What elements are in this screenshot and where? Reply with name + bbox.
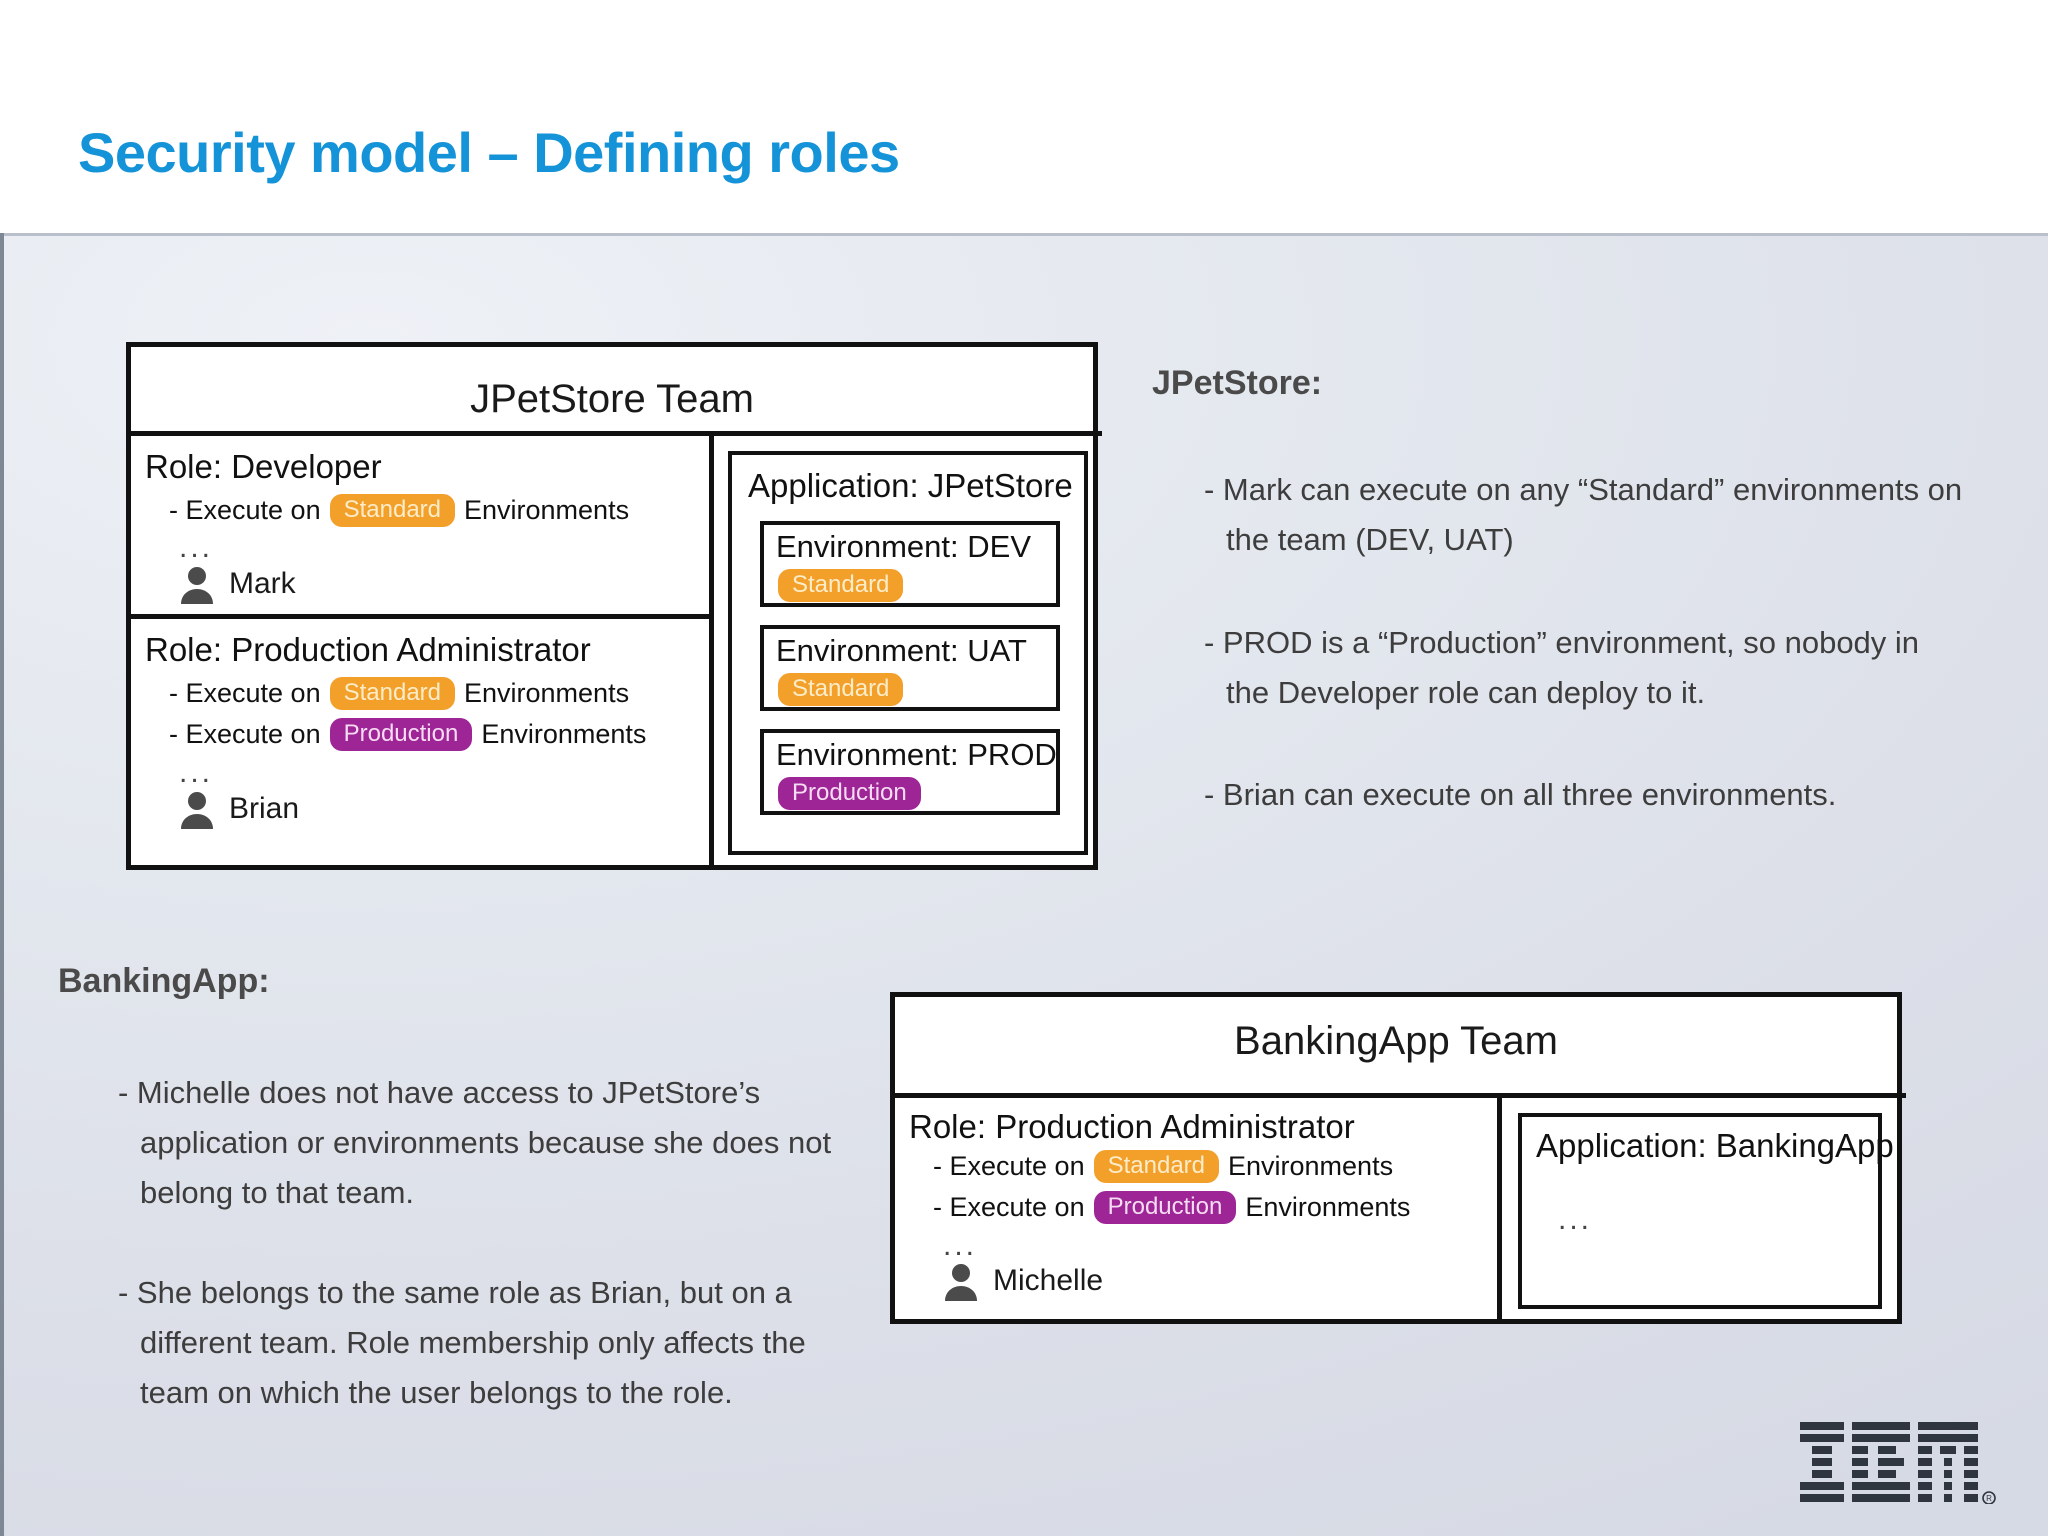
permission-suffix: Environments — [464, 495, 630, 526]
production-badge: Production — [329, 718, 473, 752]
jpetstore-team-title: JPetStore Team — [470, 377, 754, 421]
role-permission-row: - Execute on Standard Environments — [169, 677, 630, 711]
role-permission-row: - Execute on Standard Environments — [933, 1150, 1394, 1184]
permission-prefix: - Execute on — [933, 1192, 1085, 1223]
bankingapp-team-title: BankingApp Team — [1234, 1019, 1558, 1063]
role-label: Role: Production Administrator — [145, 631, 591, 668]
role-label: Role: Developer — [145, 448, 382, 485]
svg-text:R: R — [1986, 1494, 1992, 1503]
standard-badge: Standard — [778, 673, 904, 707]
environment-box-dev: Environment: DEV Standard — [760, 521, 1060, 607]
role-label: Role: Production Administrator — [909, 1108, 1355, 1145]
role-permission-row: - Execute on Production Environments — [933, 1191, 1411, 1225]
role-ellipsis: ... — [179, 756, 214, 789]
note-item: - Michelle does not have access to JPetS… — [118, 1068, 838, 1218]
note-text: - Mark can execute on any “Standard” env… — [1204, 472, 1963, 557]
permission-suffix: Environments — [481, 719, 647, 750]
environment-box-prod: Environment: PROD Production — [760, 729, 1060, 815]
note-item: - Mark can execute on any “Standard” env… — [1204, 465, 1994, 565]
permission-prefix: - Execute on — [169, 719, 321, 750]
permission-prefix: - Execute on — [933, 1151, 1085, 1182]
note-item: - Brian can execute on all three environ… — [1204, 770, 2004, 820]
role-ellipsis: ... — [943, 1229, 978, 1262]
jpetstore-roles-column: Role: Developer - Execute on Standard En… — [131, 436, 709, 870]
permission-prefix: - Execute on — [169, 495, 321, 526]
role-ellipsis: ... — [179, 531, 214, 564]
notes-heading: BankingApp: — [58, 962, 270, 1000]
member-name: Brian — [229, 792, 300, 825]
bankingapp-application-box: Application: BankingApp ... — [1518, 1113, 1894, 1309]
person-icon — [941, 1261, 981, 1301]
production-badge: Production — [1093, 1191, 1237, 1225]
bankingapp-column-divider — [1497, 1098, 1502, 1324]
note-item: - She belongs to the same role as Brian,… — [118, 1268, 858, 1418]
notes-heading: JPetStore: — [1152, 364, 1323, 402]
standard-badge: Standard — [329, 677, 455, 711]
note-text: - PROD is a “Production” environment, so… — [1204, 625, 1920, 710]
left-edge-rail — [0, 233, 4, 1536]
page-title: Security model – Defining roles — [78, 121, 900, 184]
note-item: - PROD is a “Production” environment, so… — [1204, 618, 1964, 718]
ibm-logo: R — [1800, 1422, 1996, 1505]
slide-header: Security model – Defining roles — [0, 0, 2048, 233]
permission-prefix: - Execute on — [169, 678, 321, 709]
role-member: Mark — [177, 564, 296, 604]
production-badge: Production — [778, 777, 921, 811]
permission-suffix: Environments — [1228, 1151, 1394, 1182]
member-name: Mark — [229, 567, 296, 600]
jpetstore-role-developer: Role: Developer - Execute on Standard En… — [131, 436, 709, 619]
jpetstore-team-box: JPetStore Team Role: Developer - Execute… — [126, 342, 1102, 870]
role-member: Michelle — [941, 1261, 1103, 1301]
note-text: - She belongs to the same role as Brian,… — [118, 1275, 806, 1410]
application-ellipsis: ... — [1558, 1203, 1593, 1236]
bankingapp-team-box: BankingApp Team Role: Production Adminis… — [890, 992, 1906, 1324]
application-label: Application: BankingApp — [1536, 1127, 1894, 1164]
standard-badge: Standard — [1093, 1150, 1219, 1184]
standard-badge: Standard — [329, 494, 455, 528]
bankingapp-roles-column: Role: Production Administrator - Execute… — [895, 1098, 1497, 1324]
standard-badge: Standard — [778, 569, 904, 603]
environment-label: Environment: DEV — [776, 529, 1031, 564]
person-icon — [177, 789, 217, 829]
jpetstore-role-production-administrator: Role: Production Administrator - Execute… — [131, 619, 709, 870]
jpetstore-column-divider — [709, 436, 714, 870]
role-permission-row: - Execute on Production Environments — [169, 718, 647, 752]
note-text: - Brian can execute on all three environ… — [1204, 777, 1837, 812]
environment-label: Environment: UAT — [776, 633, 1027, 668]
application-label: Application: JPetStore — [748, 467, 1073, 504]
bankingapp-team-header-divider — [894, 1093, 1906, 1098]
permission-suffix: Environments — [464, 678, 630, 709]
note-text: - Michelle does not have access to JPetS… — [118, 1075, 832, 1210]
permission-suffix: Environments — [1245, 1192, 1411, 1223]
jpetstore-team-header-divider — [130, 431, 1102, 436]
role-member: Brian — [177, 789, 299, 829]
member-name: Michelle — [993, 1264, 1104, 1297]
jpetstore-application-box: Application: JPetStore Environment: DEV … — [728, 451, 1088, 855]
environment-label: Environment: PROD — [776, 737, 1057, 772]
role-permission-row: - Execute on Standard Environments — [169, 494, 630, 528]
environment-box-uat: Environment: UAT Standard — [760, 625, 1060, 711]
person-icon — [177, 564, 217, 604]
